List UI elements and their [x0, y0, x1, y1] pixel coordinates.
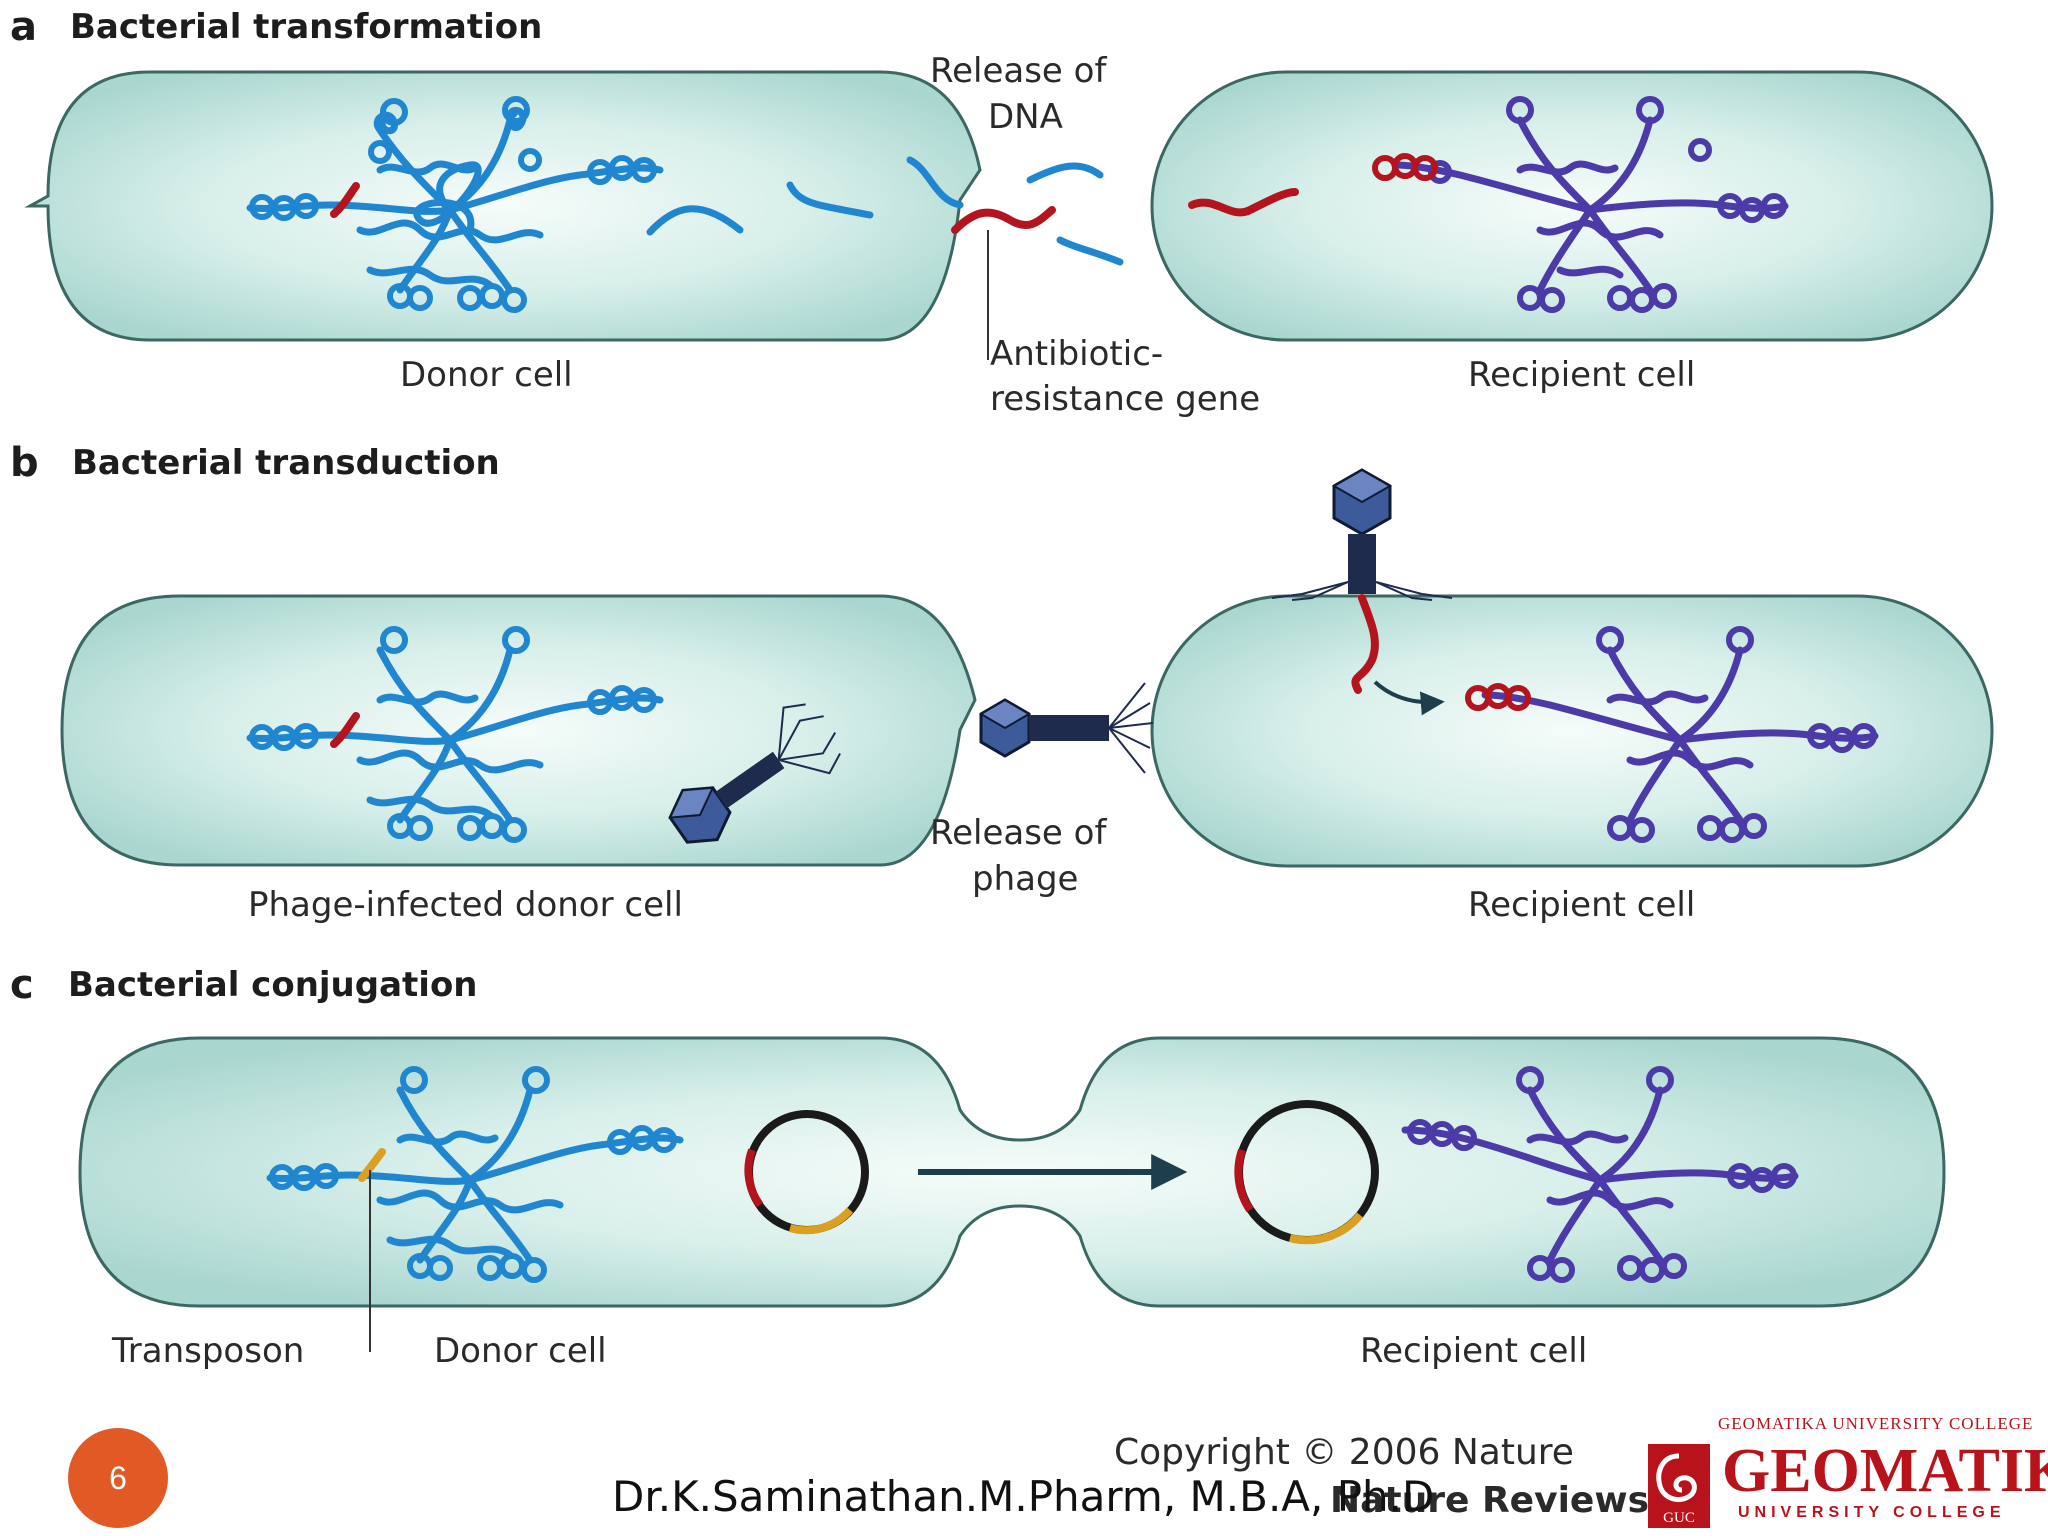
label-release-of-phage-line1: Release of — [930, 813, 1107, 853]
released-phage — [979, 682, 1154, 774]
journal-name: Nature Reviews — [1330, 1480, 1649, 1521]
integration-arrow-b — [1373, 680, 1445, 716]
label-recipient-cell-b: Recipient cell — [1468, 885, 1695, 925]
slide-number-badge: 6 — [68, 1428, 168, 1528]
panel-b: b Bacterial transduction — [10, 440, 1994, 925]
recipient-plasmid — [1234, 1100, 1379, 1245]
label-antibiotic-line2: resistance gene — [990, 379, 1260, 419]
resistance-gene-donor-a — [330, 182, 360, 218]
label-donor-cell-c: Donor cell — [434, 1331, 607, 1371]
transposon-segment — [358, 1148, 386, 1182]
recipient-cell-b — [1150, 594, 1994, 868]
logo-mark-text: GUC — [1663, 1510, 1695, 1526]
donor-plasmid — [744, 1110, 869, 1235]
panel-a-letter: a — [10, 4, 37, 50]
panel-c: c Bacterial conjugation — [10, 962, 1946, 1371]
recipient-chromosome-b — [1481, 646, 1879, 824]
resistance-gene-recipient-b — [1465, 683, 1531, 711]
donor-dna-loops-c — [269, 1066, 677, 1283]
donor-dna-loops-b — [249, 626, 657, 843]
resistance-gene-donor-b — [330, 712, 360, 748]
panel-a: a Bacterial transformation — [10, 4, 1994, 419]
label-release-of-phage-line2: phage — [972, 859, 1078, 899]
label-antibiotic-line1: Antibiotic- — [990, 334, 1163, 374]
panel-c-title: Bacterial conjugation — [68, 965, 478, 1005]
logo-sub-text: UNIVERSITY COLLEGE — [1738, 1504, 2006, 1521]
label-recipient-cell-c: Recipient cell — [1360, 1331, 1587, 1371]
logo-main-text: GEOMATIKA — [1722, 1437, 2048, 1505]
resistance-gene-recipient-a — [1372, 153, 1438, 181]
released-dna-fragments-a — [646, 156, 1124, 266]
injected-resistance-gene-b — [1351, 594, 1379, 694]
donor-cell-a — [24, 70, 982, 342]
slide-number: 6 — [109, 1459, 127, 1496]
label-donor-cell-a: Donor cell — [400, 355, 573, 395]
logo-top-text: GEOMATIKA UNIVERSITY COLLEGE — [1718, 1414, 2034, 1433]
logo-mark-icon: GUC — [1648, 1444, 1710, 1528]
panel-c-letter: c — [10, 962, 34, 1008]
author-credit: Dr.K.Saminathan.M.Pharm, M.B.A, Ph.D — [612, 1472, 1435, 1521]
panel-a-title: Bacterial transformation — [70, 7, 542, 47]
released-resistance-gene-a — [951, 206, 1056, 234]
injecting-phage — [1271, 468, 1453, 601]
copyright-line: Copyright © 2006 Nature — [1114, 1432, 1574, 1473]
donor-chromosome-c — [266, 1086, 684, 1264]
panel-b-title: Bacterial transduction — [72, 443, 500, 483]
recipient-dna-loops-c — [1407, 1066, 1797, 1283]
incoming-resistance-gene-a — [1188, 188, 1299, 217]
donor-chromosome-b — [246, 646, 664, 824]
label-recipient-cell-a: Recipient cell — [1468, 355, 1695, 395]
donor-cell-b — [60, 594, 977, 867]
label-release-of-dna-line2: DNA — [988, 97, 1063, 137]
university-logo: GEOMATIKA UNIVERSITY COLLEGE GUC GEOMATI… — [1646, 1412, 2048, 1532]
recipient-dna-loops-a — [1428, 96, 1787, 313]
panel-b-letter: b — [10, 440, 39, 486]
donor-dna-loops-a — [249, 96, 657, 313]
phage-inside-donor — [668, 703, 841, 844]
label-phage-infected-donor: Phage-infected donor cell — [248, 885, 683, 925]
label-release-of-dna-line1: Release of — [930, 51, 1107, 91]
donor-chromosome-a — [246, 107, 664, 294]
recipient-dna-loops-b — [1596, 626, 1877, 843]
label-transposon: Transposon — [111, 1331, 304, 1371]
